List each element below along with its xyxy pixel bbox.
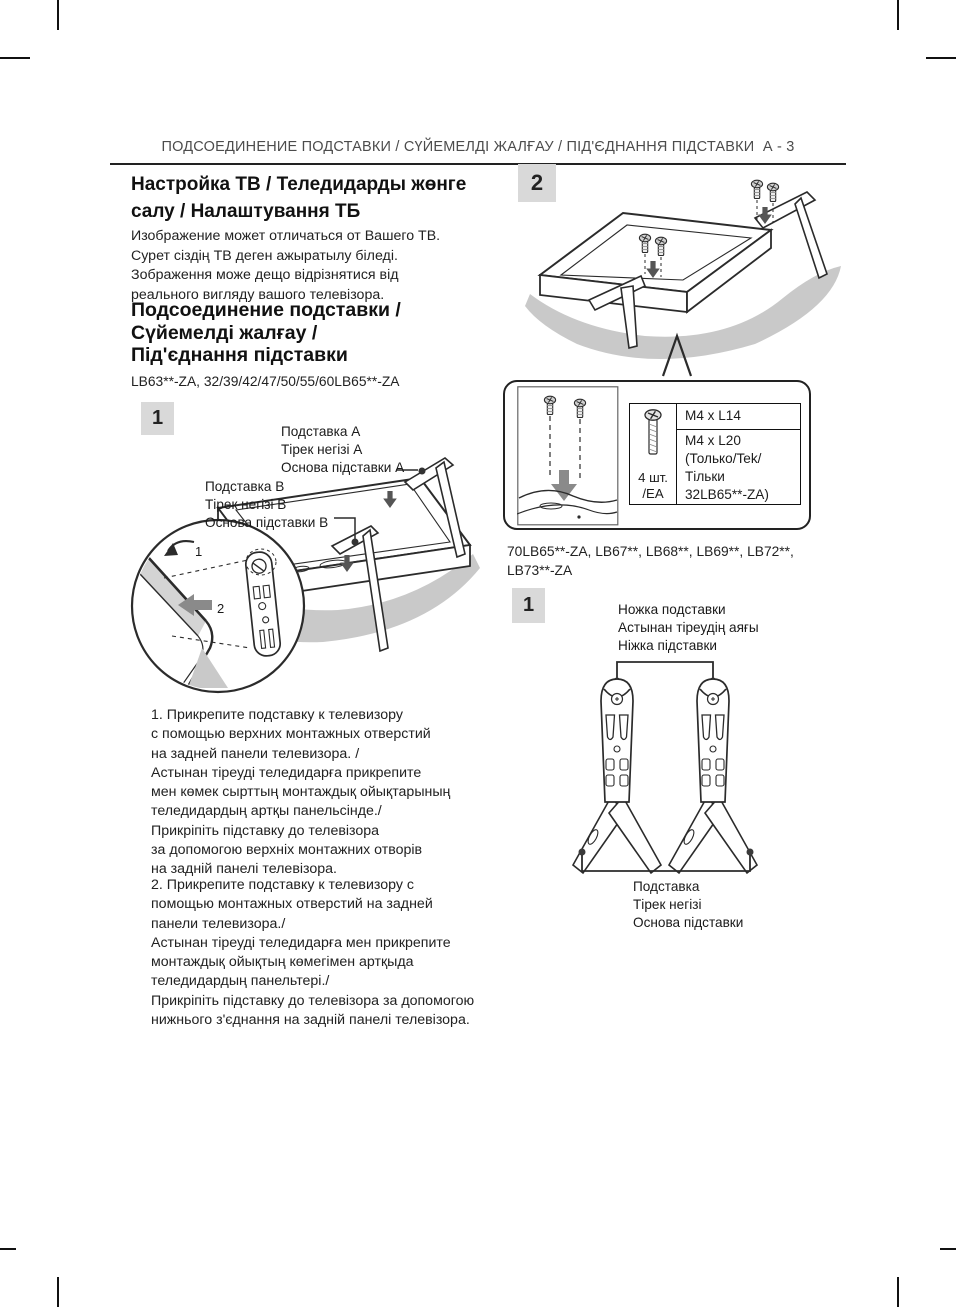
intro-text: Изображение может отличаться от Вашего Т… — [131, 228, 441, 303]
stand-leg-front-view — [572, 678, 662, 874]
down-arrow-icon — [551, 470, 577, 501]
crop-mark — [0, 57, 30, 59]
inset-step-2-number: 2 — [217, 601, 224, 616]
screw-insert-panel — [517, 386, 619, 526]
stand-leg-label: Ножка подставки Астынан тіреудің аяғы Ні… — [618, 602, 759, 653]
callout-pointer — [661, 332, 693, 377]
crop-mark — [0, 1248, 16, 1250]
page-title: Настройка ТВ / Теледидарды жөнге салу / … — [131, 174, 467, 222]
model-list-2: 70LB65**-ZA, LB67**, LB68**, LB69**, LB7… — [507, 544, 794, 578]
crop-mark — [57, 1277, 59, 1307]
stand-legs-illustration — [572, 661, 758, 874]
screw-qty-cell: 4 шт. /EA — [630, 404, 677, 504]
tv-shadow — [525, 266, 841, 359]
inset-step-1-number: 1 — [195, 544, 202, 559]
step-1-badge-right: 1 — [512, 588, 545, 623]
screw-detail-box: 4 шт. /EA M4 x L14 M4 x L20 (Только/Tek/… — [503, 380, 811, 530]
stand-attach-illustration: 1 2 — [130, 457, 480, 694]
page-header: ПОДСОЕДИНЕНИЕ ПОДСТАВКИ / СҮЙЕМЕЛДІ ЖАЛҒ… — [161, 139, 795, 155]
step-1-badge: 1 — [141, 402, 174, 435]
stand-base-label: Подставка Тірек негізі Основа підставки — [633, 879, 744, 930]
crop-mark — [57, 0, 59, 30]
header-rule — [110, 163, 846, 165]
model-list-1: LB63**-ZA, 32/39/42/47/50/55/60LB65**-ZA — [131, 374, 400, 389]
screw-quantity: 4 шт. /EA — [638, 470, 668, 501]
stand-leg — [587, 274, 647, 312]
slide-arrow-icon — [178, 594, 212, 616]
screw-spec-table: 4 шт. /EA M4 x L14 M4 x L20 (Только/Tek/… — [629, 403, 801, 505]
instruction-step-2: 2. Прикрепите подставку к телевизору с п… — [151, 877, 475, 1029]
crop-mark — [897, 1277, 899, 1307]
screw-spec-row-2: M4 x L20 (Только/Tek/ Тільки 32LB65**-ZA… — [685, 433, 769, 502]
stand-leg-front-view — [668, 678, 758, 874]
screw-icon — [644, 409, 662, 455]
crop-mark — [897, 0, 899, 30]
crop-mark — [926, 57, 956, 59]
screw-icon — [766, 182, 780, 203]
section-title: Подсоединение подставки / Сүйемелді жалғ… — [131, 299, 401, 366]
stand-b-label: Подставка B Тірек негізі B Основа підста… — [205, 479, 329, 530]
screw-icon — [750, 179, 764, 200]
leg-label-bracket — [616, 661, 714, 678]
step-2-badge: 2 — [518, 164, 556, 202]
instruction-step-1: 1. Прикрепите подставку к телевизору с п… — [151, 707, 451, 878]
stand-a-label: Подставка A Тірек негізі A Основа підста… — [281, 424, 405, 475]
screw-spec-row-1: M4 x L14 — [677, 404, 800, 430]
tv-screws-illustration — [525, 179, 841, 377]
base-label-bracket — [581, 855, 751, 872]
crop-mark — [940, 1248, 956, 1250]
